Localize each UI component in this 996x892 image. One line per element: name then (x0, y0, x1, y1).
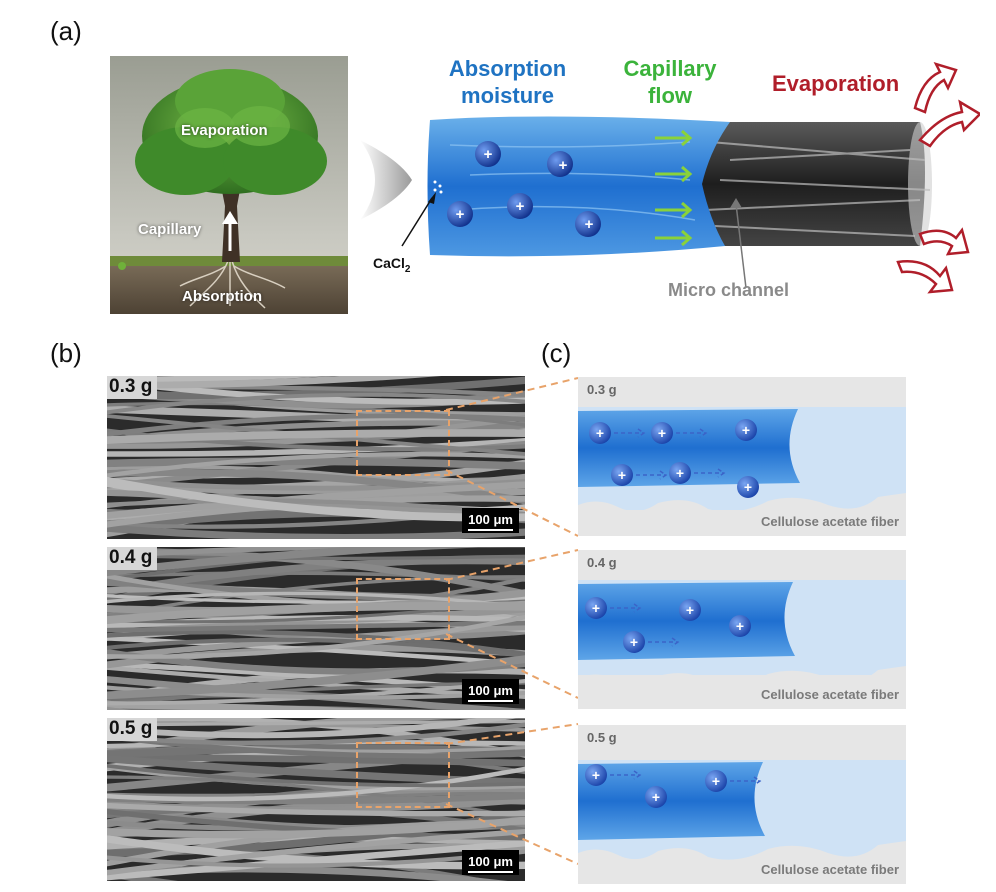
zoom-region-box (356, 742, 450, 808)
sem-image-2: 0.4 g 100 μm (107, 547, 525, 710)
scale-bar-line (468, 871, 513, 873)
sem-image-1: 0.3 g 100 μm (107, 376, 525, 539)
cacl2-pointer (401, 197, 433, 247)
micro-channel-label: Micro channel (668, 280, 790, 300)
tree-capillary-label: Capillary (138, 221, 202, 238)
panel-label-a: (a) (50, 16, 82, 46)
absorption-title-line2: moisture (461, 83, 554, 108)
fiber-label: Cellulose acetate fiber (761, 862, 899, 877)
fiber-cross-section: + + + (578, 760, 906, 884)
fiber-schematic: + + + + + Absorption moisture Capillary … (350, 50, 983, 320)
ion-icon: + (575, 211, 601, 237)
zoom-schematic-3: + + +0.5 g Cellulose acetate fiber (578, 725, 906, 884)
fiber-label: Cellulose acetate fiber (761, 687, 899, 702)
svg-text:+: + (712, 773, 720, 789)
zoom-mass-label: 0.4 g (587, 555, 617, 570)
fiber-texture (107, 718, 525, 881)
svg-text:+: + (559, 157, 568, 174)
scale-bar-line (468, 700, 513, 702)
sem-image-3: 0.5 g 100 μm (107, 718, 525, 881)
evaporation-title: Evaporation (772, 71, 900, 96)
fiber-texture (107, 376, 525, 539)
svg-text:+: + (516, 198, 525, 215)
svg-text:+: + (658, 425, 666, 441)
absorption-moisture-title: Absorption moisture (430, 55, 585, 109)
fiber-texture (107, 547, 525, 710)
svg-text:+: + (630, 634, 638, 650)
zoom-region-box (356, 410, 450, 476)
capillary-title-line1: Capillary (623, 56, 717, 81)
ion-icon: + (507, 193, 533, 219)
absorption-title-line1: Absorption (448, 56, 567, 81)
svg-text:+: + (744, 479, 752, 495)
svg-text:+: + (742, 422, 750, 438)
scale-bar-label: 100 μm (468, 854, 513, 869)
fiber-cross-section: + + + + + + (578, 407, 906, 536)
capillary-title-line2: flow (648, 83, 692, 108)
zoom-mass-label: 0.3 g (587, 382, 617, 397)
sem-mass-label: 0.3 g (107, 376, 158, 399)
cacl2-subscript: 2 (404, 263, 411, 275)
fiber-label: Cellulose acetate fiber (761, 514, 899, 529)
scale-bar: 100 μm (462, 850, 519, 875)
scale-bar: 100 μm (462, 679, 519, 704)
panel-label-c: (c) (541, 338, 572, 368)
svg-text:+: + (652, 789, 660, 805)
svg-text:+: + (676, 465, 684, 481)
ion-icon: + (475, 141, 501, 167)
zoom-schematic-1: + + + + + +0.3 g Cellulose acetate fiber (578, 377, 906, 536)
svg-text:+: + (686, 602, 694, 618)
svg-text:+: + (456, 206, 465, 223)
scale-bar: 100 μm (462, 508, 519, 533)
svg-text:+: + (585, 216, 594, 233)
ion-icon: + (547, 151, 573, 177)
scale-bar-label: 100 μm (468, 512, 513, 527)
tree-illustration: Evaporation Capillary Absorption (110, 56, 348, 314)
zoom-region-box (356, 578, 450, 640)
tree-image (110, 56, 348, 314)
capillary-flow-arrows (655, 129, 693, 247)
cacl2-base: CaCl (373, 255, 405, 271)
fiber-cross-section: + + + + (578, 580, 906, 709)
cacl2-label: CaCl2 (373, 255, 410, 275)
capillary-flow-title: Capillary flow (610, 55, 730, 109)
inlet-arrow-icon (360, 140, 412, 220)
svg-text:+: + (596, 425, 604, 441)
svg-text:+: + (618, 467, 626, 483)
tree-absorption-label: Absorption (182, 288, 262, 305)
evaporation-arrows-icon (896, 61, 983, 294)
zoom-schematic-2: + + + +0.4 g Cellulose acetate fiber (578, 550, 906, 709)
scale-bar-label: 100 μm (468, 683, 513, 698)
tree-evaporation-label: Evaporation (181, 122, 268, 139)
svg-text:+: + (592, 767, 600, 783)
scale-bar-line (468, 529, 513, 531)
svg-text:+: + (736, 618, 744, 634)
sem-mass-label: 0.4 g (107, 547, 158, 570)
zoom-mass-label: 0.5 g (587, 730, 617, 745)
svg-text:+: + (592, 600, 600, 616)
sem-mass-label: 0.5 g (107, 718, 158, 741)
panel-label-b: (b) (50, 338, 82, 368)
svg-text:+: + (484, 146, 493, 163)
fiber-diagram: + + + + + (360, 61, 983, 294)
ion-icon: + (447, 201, 473, 227)
